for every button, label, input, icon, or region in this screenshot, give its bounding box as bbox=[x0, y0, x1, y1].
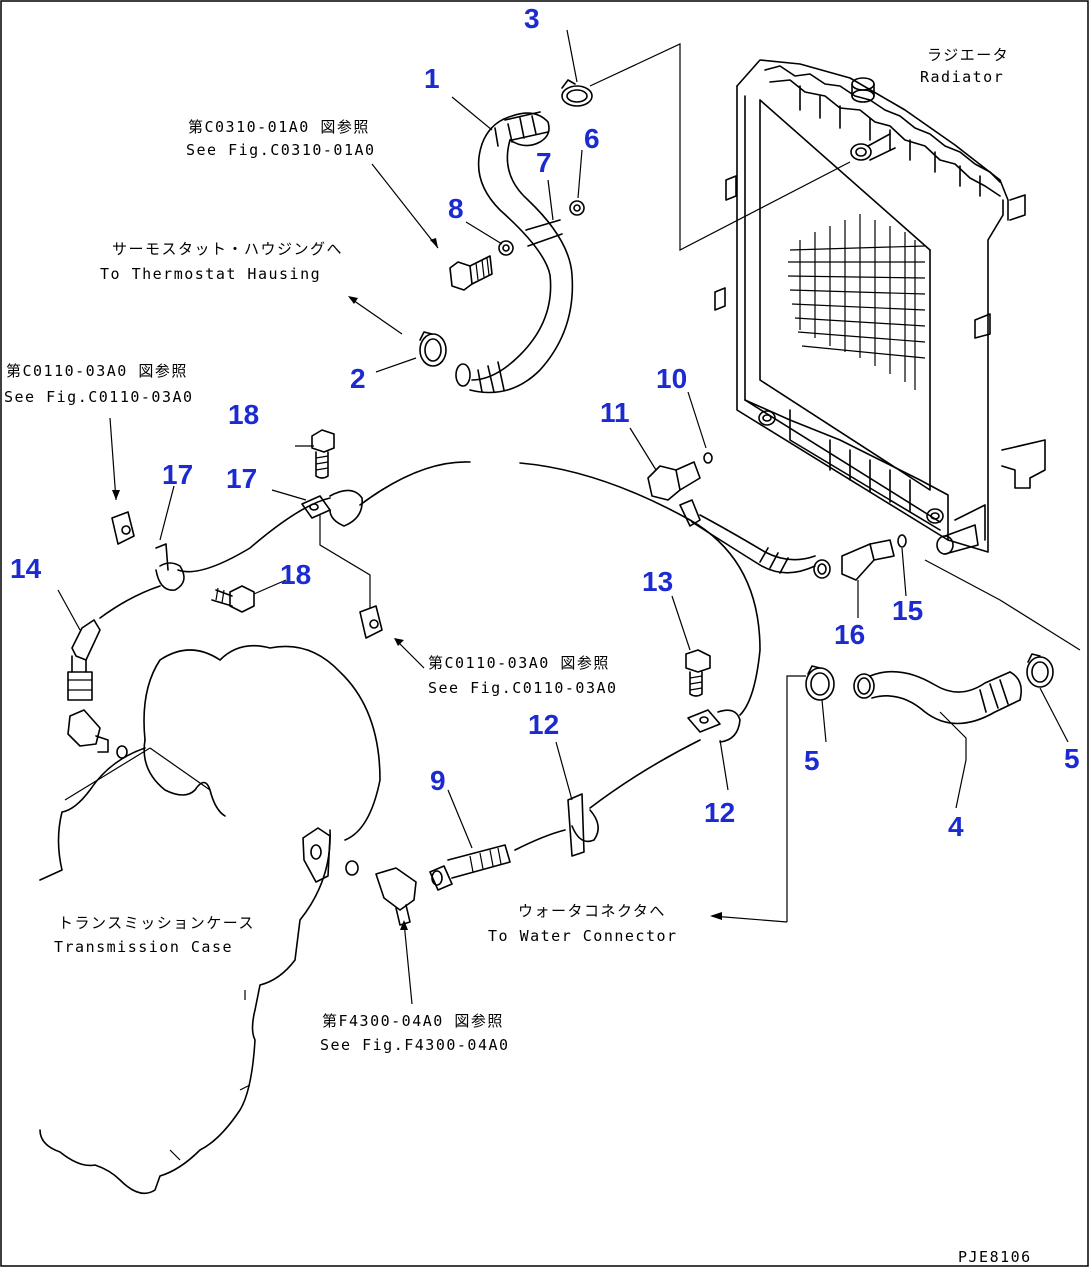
callout-13: 13 bbox=[642, 566, 673, 597]
radiator-label-jp: ラジエータ bbox=[927, 46, 1009, 64]
ref-f4300-en: See Fig.F4300-04A0 bbox=[320, 1036, 510, 1054]
long-tube bbox=[99, 429, 761, 716]
cap-mid bbox=[359, 605, 383, 639]
o-ring-10 bbox=[703, 452, 713, 464]
leader-3 bbox=[589, 43, 851, 251]
leader-lines bbox=[57, 29, 1069, 1005]
water-connector-jp: ウォータコネクタへ bbox=[518, 902, 666, 920]
hose-clamp-2 bbox=[419, 331, 447, 367]
hose-9 bbox=[429, 844, 511, 891]
transmission-case bbox=[39, 644, 381, 1195]
lower-hose-4 bbox=[853, 670, 1023, 725]
hose-clamp-3 bbox=[561, 79, 593, 107]
callout-12-lower: 12 bbox=[704, 797, 735, 828]
callouts: 1 2 3 4 5 5 6 7 8 9 10 11 12 12 13 14 15… bbox=[10, 3, 1080, 842]
clamp-12-lower bbox=[567, 793, 599, 857]
bolt-13 bbox=[685, 649, 711, 697]
ref-c0110-left-jp: 第C0110-03A0 図参照 bbox=[6, 362, 188, 380]
callout-5-left: 5 bbox=[804, 745, 820, 776]
callout-15: 15 bbox=[892, 595, 923, 626]
nut-6 bbox=[569, 200, 585, 216]
clamp-17-lower bbox=[155, 543, 185, 591]
transmission-label-jp: トランスミッションケース bbox=[58, 914, 255, 932]
elbow-16 bbox=[841, 534, 907, 581]
washer-8 bbox=[498, 240, 514, 256]
hose-clamp-5-left bbox=[805, 665, 835, 701]
annotations: ラジエータ Radiator 第C0310-01A0 図参照 See Fig.C… bbox=[4, 46, 1032, 1266]
thermostat-label-jp: サーモスタット・ハウジングへ bbox=[112, 240, 343, 258]
elbow-fitting-11 bbox=[647, 452, 713, 501]
callout-2: 2 bbox=[350, 363, 366, 394]
leader-4 bbox=[924, 559, 1081, 651]
ref-c0310-en: See Fig.C0310-01A0 bbox=[186, 141, 376, 159]
transmission-label-en: Transmission Case bbox=[54, 938, 233, 956]
cap-left bbox=[111, 511, 135, 545]
callout-16: 16 bbox=[834, 619, 865, 650]
bolt-18-lower bbox=[211, 585, 255, 613]
clamp-17-upper bbox=[301, 489, 363, 527]
ref-f4300-jp: 第F4300-04A0 図参照 bbox=[322, 1012, 504, 1030]
callout-5-right: 5 bbox=[1064, 743, 1080, 774]
callout-4: 4 bbox=[948, 811, 964, 842]
drain-elbow bbox=[302, 827, 417, 926]
fitting-14 bbox=[67, 619, 128, 759]
radiator-core-grid bbox=[787, 214, 926, 390]
drawing-code: PJE8106 bbox=[958, 1248, 1032, 1266]
ref-c0110-left-en: See Fig.C0110-03A0 bbox=[4, 388, 194, 406]
hose-clamp-5-right bbox=[1026, 653, 1054, 688]
callout-18-upper: 18 bbox=[228, 399, 259, 430]
callout-1: 1 bbox=[424, 63, 440, 94]
callout-10: 10 bbox=[656, 363, 687, 394]
callout-9: 9 bbox=[430, 765, 446, 796]
upper-hose-1 bbox=[455, 111, 574, 394]
callout-12-upper: 12 bbox=[528, 709, 559, 740]
callout-18-lower: 18 bbox=[280, 559, 311, 590]
flexible-hose-to-16 bbox=[679, 499, 831, 579]
callout-14: 14 bbox=[10, 553, 42, 584]
callout-3: 3 bbox=[524, 3, 540, 34]
o-ring-15 bbox=[897, 534, 907, 548]
callout-11: 11 bbox=[600, 397, 630, 428]
thermostat-label-en: To Thermostat Hausing bbox=[100, 265, 321, 283]
callout-7: 7 bbox=[536, 147, 552, 178]
ref-c0310-jp: 第C0310-01A0 図参照 bbox=[188, 118, 370, 136]
callout-6: 6 bbox=[584, 123, 600, 154]
radiator-label-en: Radiator bbox=[920, 68, 1004, 86]
water-connector-en: To Water Connector bbox=[488, 927, 678, 945]
bolt-8 bbox=[449, 255, 493, 291]
callout-8: 8 bbox=[448, 193, 464, 224]
ref-c0110-mid-en: See Fig.C0110-03A0 bbox=[428, 679, 618, 697]
radiator bbox=[714, 59, 1046, 555]
callout-17-upper: 17 bbox=[162, 459, 193, 490]
clamp-12-upper bbox=[687, 709, 741, 743]
ref-c0110-mid-jp: 第C0110-03A0 図参照 bbox=[428, 654, 610, 672]
bolt-18-upper bbox=[311, 429, 335, 479]
callout-17-lower: 17 bbox=[226, 463, 257, 494]
hose-9-line bbox=[514, 739, 701, 851]
